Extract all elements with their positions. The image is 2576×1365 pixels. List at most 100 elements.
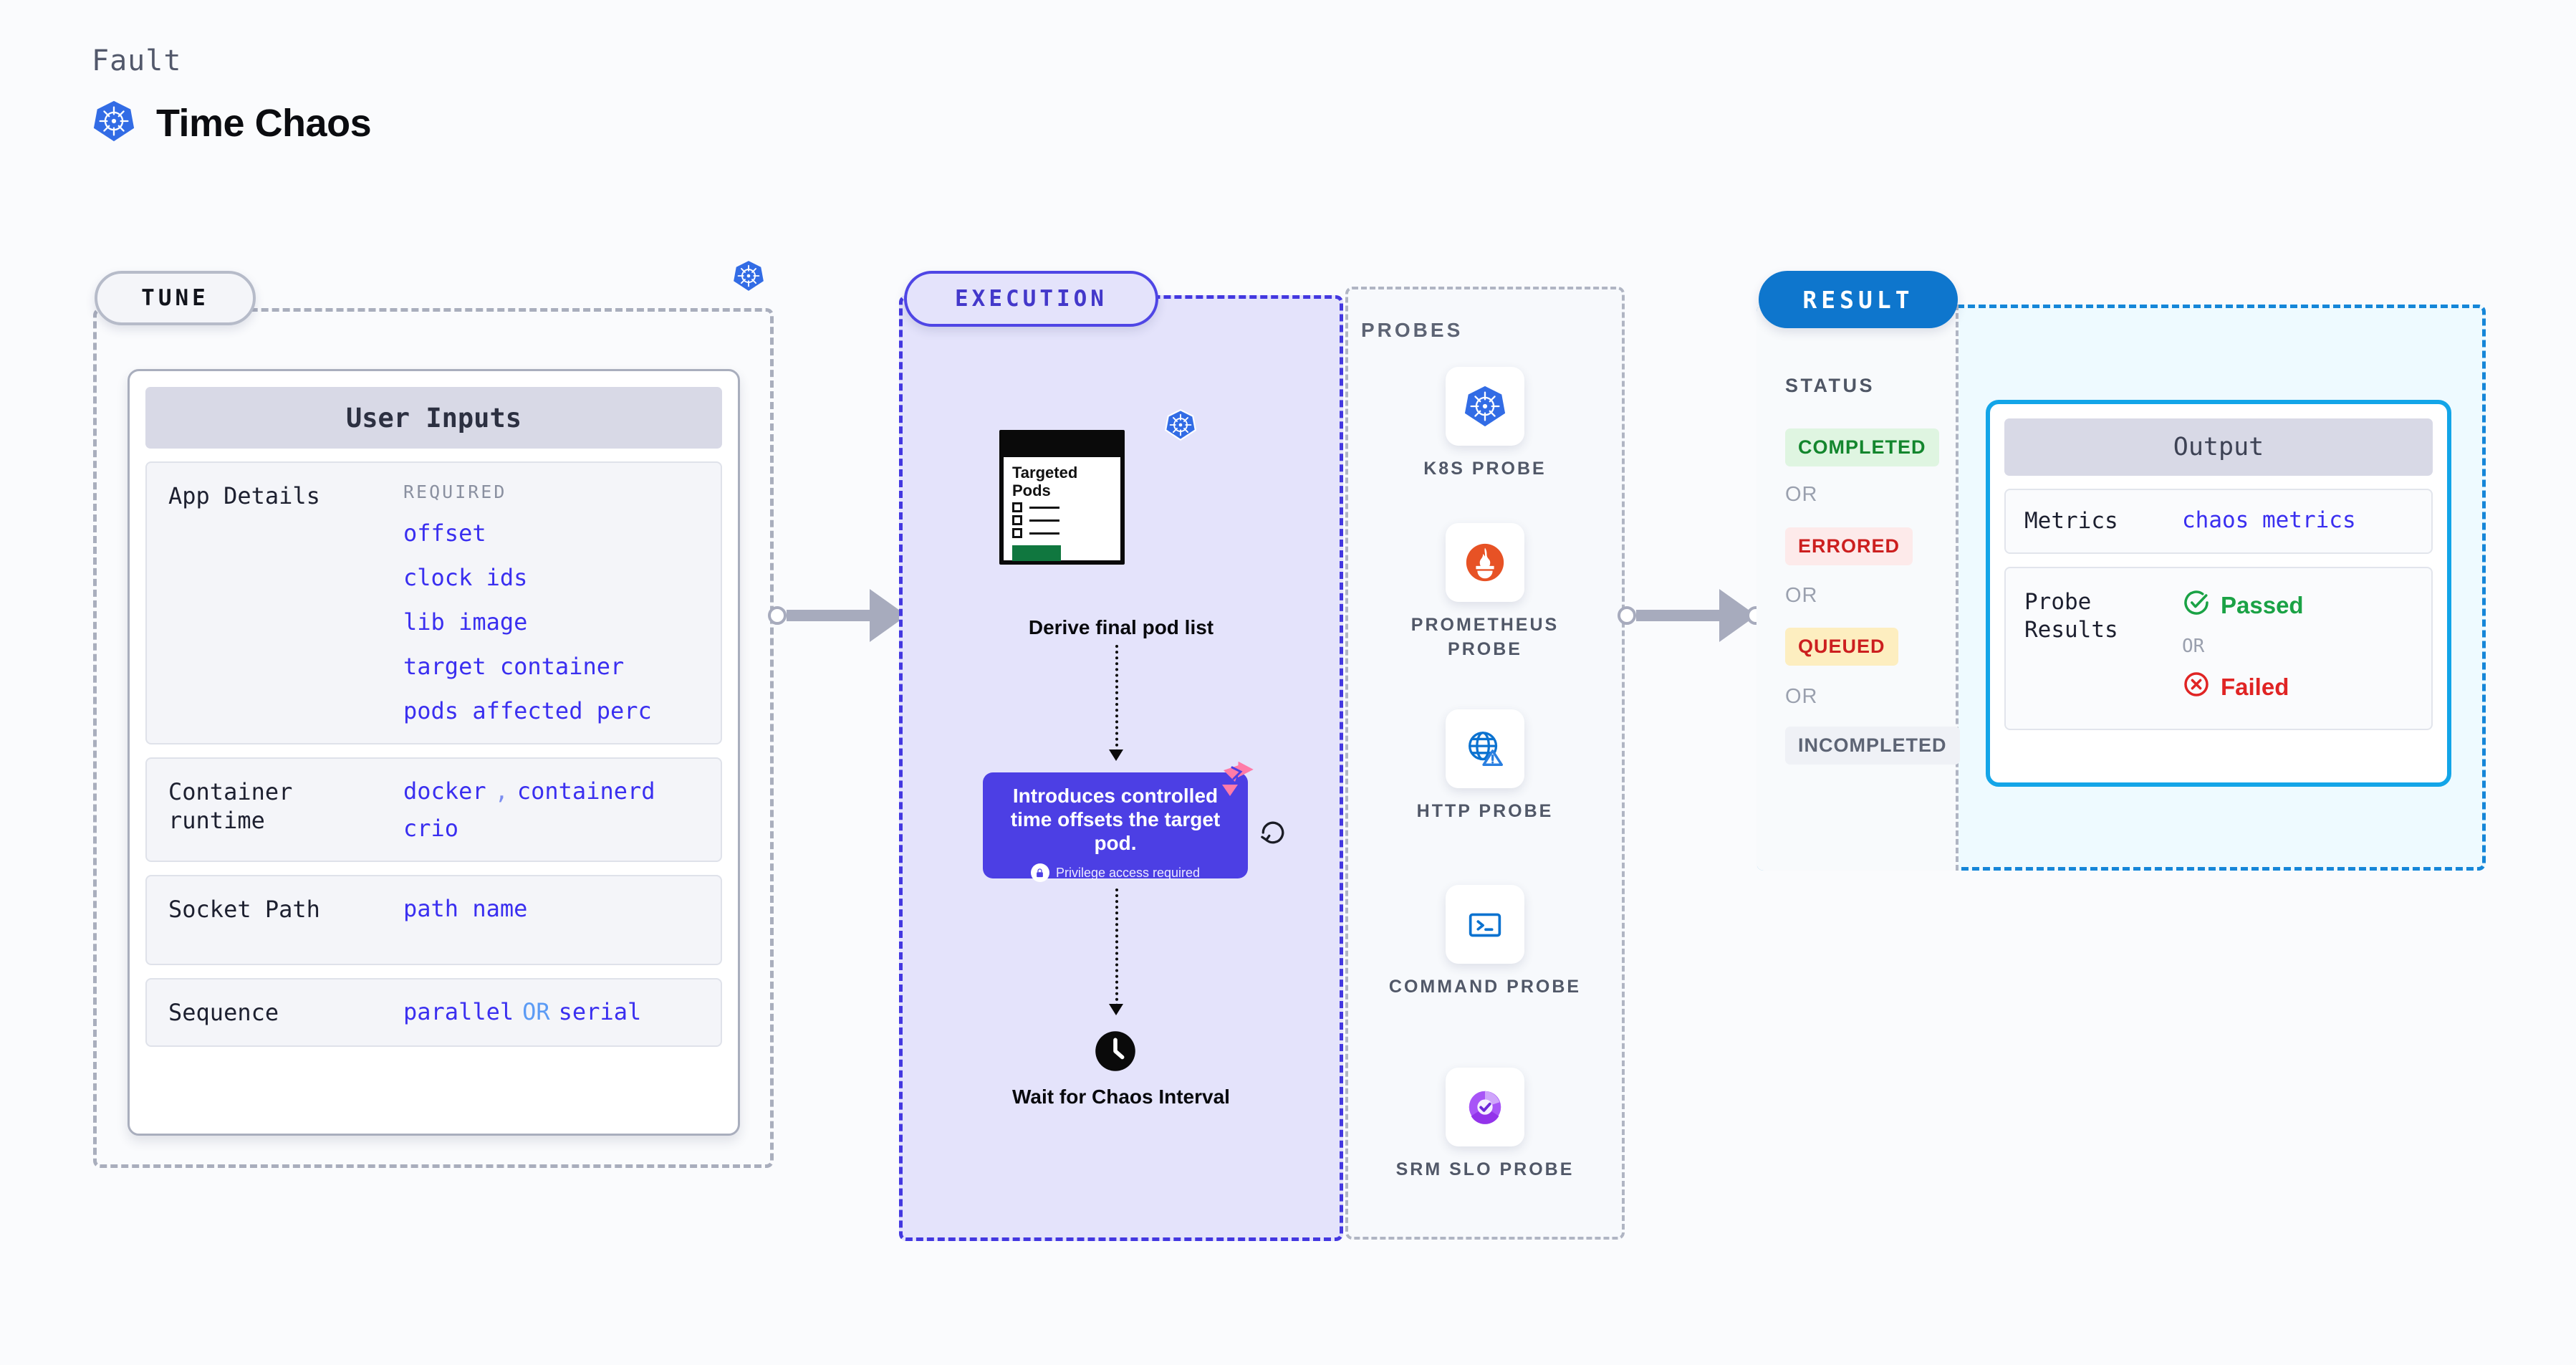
flow-arrowhead	[1109, 1004, 1123, 1015]
fault-eyebrow: Fault	[92, 44, 182, 77]
input-value[interactable]: parallel	[403, 998, 514, 1025]
probe-k8s[interactable]: K8S PROBE	[1378, 367, 1592, 482]
status-badge-queued: QUEUED	[1785, 628, 1898, 666]
probe-result-label: Passed	[2221, 591, 2304, 618]
probe-label: SRM SLO PROBE	[1395, 1159, 1575, 1179]
tune-label: TUNE	[95, 271, 256, 325]
probe-label: K8S PROBE	[1423, 459, 1547, 479]
user-inputs-card: User Inputs App Details REQUIRED offset …	[128, 369, 740, 1136]
input-value[interactable]: crio	[403, 815, 459, 842]
probe-label: PROMETHEUS PROBE	[1410, 615, 1559, 659]
page-header: Fault Time Chaos	[92, 44, 372, 147]
user-input-row-socket-path: Socket Path path name	[145, 875, 722, 965]
input-value[interactable]: serial	[558, 998, 642, 1025]
probe-prometheus[interactable]: PROMETHEUS PROBE	[1378, 523, 1592, 662]
tune-section	[93, 308, 774, 1168]
fault-description-text: Introduces controlled time offsets the t…	[1010, 785, 1221, 855]
status-or: OR	[1785, 584, 1818, 607]
output-row-metrics: Metrics chaos metrics	[2004, 489, 2433, 554]
connector-start-dot	[768, 606, 787, 625]
probe-label: HTTP PROBE	[1416, 801, 1554, 821]
probe-srm-slo[interactable]: SRM SLO PROBE	[1378, 1068, 1592, 1182]
probe-command[interactable]: COMMAND PROBE	[1378, 885, 1592, 1000]
output-title: Output	[2004, 418, 2433, 476]
retry-icon	[1257, 817, 1289, 852]
checkbox-icon	[1012, 528, 1022, 539]
connector-execution-to-result	[1618, 589, 1765, 642]
status-badge-completed: COMPLETED	[1785, 428, 1939, 466]
pod-list-item	[1004, 499, 1120, 513]
probe-http[interactable]: HTTP PROBE	[1378, 709, 1592, 824]
input-value[interactable]: docker	[403, 777, 486, 805]
probe-label: COMMAND PROBE	[1388, 977, 1582, 997]
privilege-note: Privilege access required	[996, 863, 1235, 883]
connector-line	[1636, 610, 1721, 621]
kubernetes-icon	[1164, 408, 1197, 445]
user-input-row-sequence: Sequence parallel OR serial	[145, 978, 722, 1047]
user-inputs-title: User Inputs	[145, 387, 722, 449]
connector-tune-to-execution	[768, 589, 915, 642]
lock-icon	[1030, 863, 1049, 883]
globe-warning-icon	[1446, 709, 1524, 788]
derive-pod-list-caption: Derive final pod list	[1028, 616, 1214, 638]
prometheus-icon	[1446, 523, 1524, 602]
row-label: Socket Path	[168, 896, 320, 923]
status-column	[1756, 305, 1959, 871]
row-label: Container runtime	[168, 778, 293, 834]
probe-result-failed: Failed	[2182, 670, 2304, 704]
targeted-pods-card: Targeted Pods	[999, 430, 1125, 565]
kubernetes-icon	[1446, 367, 1524, 446]
output-card: Output Metrics chaos metrics Probe Resul…	[1986, 400, 2451, 787]
probe-result-label: Failed	[2221, 673, 2289, 700]
pod-list-item	[1004, 525, 1120, 539]
card-title-bar	[1004, 434, 1120, 457]
input-value[interactable]: target container	[403, 653, 625, 680]
flow-arrowhead	[1109, 749, 1123, 761]
input-value[interactable]: path name	[403, 895, 528, 922]
flow-line	[1115, 645, 1118, 752]
input-value[interactable]: lib image	[403, 608, 528, 636]
progress-bar	[1012, 545, 1061, 562]
status-or: OR	[1785, 685, 1818, 708]
status-label: STATUS	[1785, 375, 1875, 396]
kubernetes-icon	[92, 99, 136, 147]
row-label: Probe Results	[2024, 588, 2118, 643]
placeholder-line	[1029, 506, 1059, 509]
status-badge-incompleted: INCOMPLETED	[1785, 727, 1960, 765]
input-value[interactable]: offset	[403, 519, 486, 547]
row-label: App Details	[168, 482, 320, 509]
status-or: OR	[1785, 483, 1818, 506]
connector-start-dot	[1618, 606, 1636, 625]
fault-description-box: Introduces controlled time offsets the t…	[983, 772, 1248, 883]
result-label: RESULT	[1759, 271, 1958, 328]
harness-chaos-icon	[1219, 761, 1255, 801]
output-row-probe-results: Probe Results Passed OR	[2004, 566, 2433, 730]
privilege-note-text: Privilege access required	[1055, 865, 1201, 880]
wait-interval-caption: Wait for Chaos Interval	[1012, 1086, 1230, 1108]
row-label: Metrics	[2024, 508, 2118, 534]
probe-result-passed: Passed	[2182, 588, 2304, 623]
targeted-pods-title: Targeted Pods	[1012, 464, 1078, 499]
input-value[interactable]: clock ids	[403, 564, 528, 591]
placeholder-line	[1029, 519, 1059, 522]
output-value[interactable]: chaos metrics	[2182, 507, 2356, 533]
user-input-row-app-details: App Details REQUIRED offset clock ids li…	[145, 461, 722, 744]
status-badge-errored: ERRORED	[1785, 527, 1913, 565]
slo-donut-check-icon	[1446, 1068, 1524, 1146]
user-input-row-container-runtime: Container runtime docker , containerd cr…	[145, 757, 722, 862]
value-joiner: OR	[522, 998, 550, 1025]
probe-result-or: OR	[2182, 635, 2205, 657]
checkbox-icon	[1012, 502, 1022, 513]
row-label: Sequence	[168, 999, 279, 1026]
check-circle-icon	[2182, 588, 2211, 623]
value-separator: ,	[494, 777, 509, 805]
page-title: Time Chaos	[156, 101, 372, 145]
clock-icon	[1095, 1030, 1136, 1076]
terminal-icon	[1446, 885, 1524, 964]
kubernetes-icon	[732, 259, 765, 296]
input-value[interactable]: pods affected perc	[403, 697, 652, 724]
execution-label: EXECUTION	[904, 271, 1158, 327]
pod-list-item	[1004, 512, 1120, 526]
input-value[interactable]: containerd	[516, 777, 655, 805]
checkbox-icon	[1012, 515, 1022, 526]
